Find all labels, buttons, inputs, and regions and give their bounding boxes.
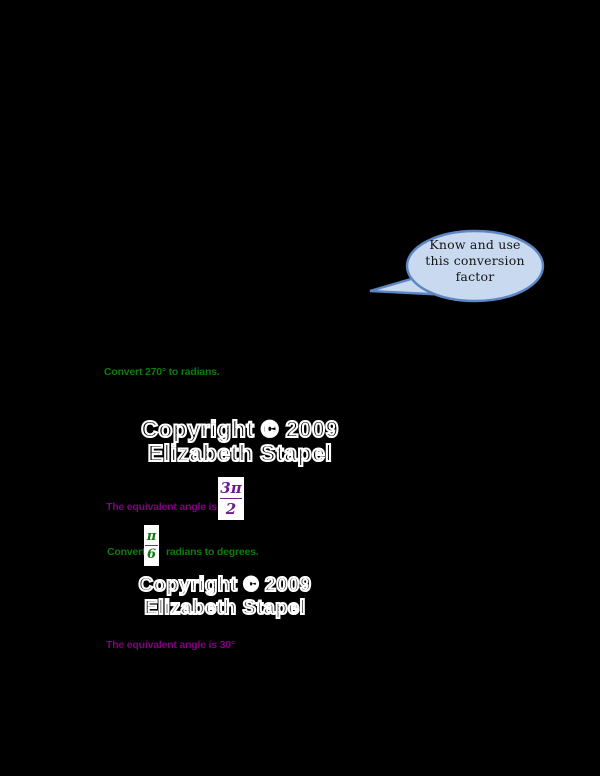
speech-bubble-seam-patch bbox=[432, 269, 459, 295]
example2-prompt-prefix: Convert bbox=[107, 546, 146, 558]
example2-answer-text: The equivalent angle is 30° bbox=[106, 639, 235, 651]
fraction-denominator: 2 bbox=[225, 500, 237, 519]
watermark1-line2: Elizabeth Stapel bbox=[147, 440, 333, 466]
fraction-bar bbox=[145, 544, 158, 547]
fraction-pi-over-6: π 6 bbox=[144, 525, 159, 566]
example2-prompt-suffix: radians to degrees. bbox=[166, 546, 259, 558]
callout-line-2: this conversion bbox=[425, 253, 525, 268]
example1-prompt: Convert 270° to radians. bbox=[104, 366, 220, 378]
callout-line-3: factor bbox=[455, 269, 495, 284]
fraction-denominator: 6 bbox=[146, 547, 157, 563]
fraction-3pi-over-2: 3π 2 bbox=[218, 477, 244, 520]
watermark1-line1: Copyright © 2009 bbox=[140, 416, 339, 442]
callout-line-1: Know and use bbox=[429, 237, 521, 252]
copyright-watermark-1: Copyright © 2009 Elizabeth Stapel bbox=[115, 416, 365, 466]
fraction-numerator: 3π bbox=[220, 478, 242, 497]
speech-bubble-shape bbox=[369, 229, 545, 303]
watermark2-line2: Elizabeth Stapel bbox=[143, 596, 306, 620]
watermark2-line1: Copyright © 2009 bbox=[138, 573, 312, 597]
fraction-bar bbox=[220, 497, 242, 500]
callout-text: Know and use this conversion factor bbox=[397, 237, 553, 285]
copyright-watermark-2: Copyright © 2009 Elizabeth Stapel bbox=[105, 573, 345, 620]
fraction-numerator: π bbox=[146, 528, 157, 544]
example1-answer-text: The equivalent angle is bbox=[106, 501, 217, 513]
